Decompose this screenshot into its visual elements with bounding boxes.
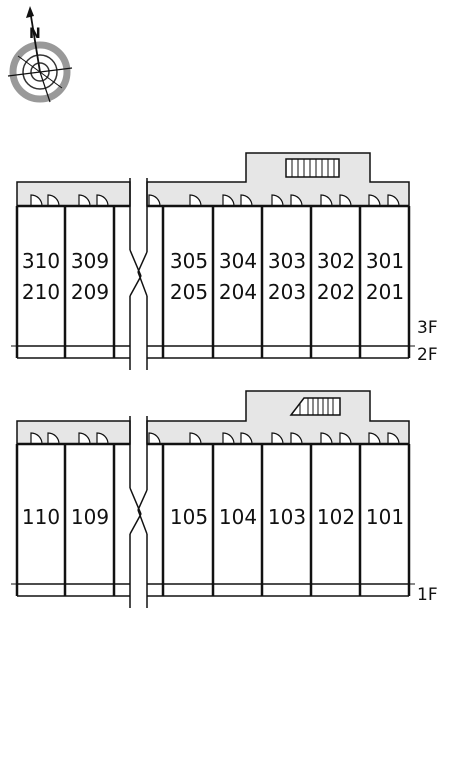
unit-number-label: 303 — [268, 249, 306, 273]
unit-number-label: 109 — [71, 505, 109, 529]
door-icon — [78, 432, 91, 445]
door-icon — [387, 194, 400, 207]
compass-north-label: N — [29, 26, 41, 42]
door-icon — [47, 432, 60, 445]
unit-number-label: 301 — [366, 249, 404, 273]
door-icon — [290, 432, 303, 445]
door-icon — [30, 432, 43, 445]
floor-label: 3F — [417, 318, 438, 338]
unit-number-label: 105 — [170, 505, 208, 529]
unit-number-label: 305 — [170, 249, 208, 273]
unit-number-label: 309 — [71, 249, 109, 273]
door-icon — [96, 194, 109, 207]
unit-number-label: 205 — [170, 280, 208, 304]
break-line-icon — [129, 416, 148, 608]
door-icon — [148, 194, 161, 207]
unit-walls — [11, 444, 415, 596]
door-icon — [47, 194, 60, 207]
compass-icon: N — [7, 6, 73, 103]
door-icon — [148, 432, 161, 445]
door-icons — [30, 432, 400, 445]
door-icon — [290, 194, 303, 207]
door-icon — [271, 432, 284, 445]
door-icon — [240, 432, 253, 445]
door-icon — [222, 194, 235, 207]
unit-number-label: 304 — [219, 249, 257, 273]
door-icon — [320, 432, 333, 445]
unit-number-labels: 310 309 305 304 303 302 301 210 209 205 204 203 202 2… — [22, 249, 404, 304]
unit-number-label: 102 — [317, 505, 355, 529]
door-icon — [387, 432, 400, 445]
door-icon — [189, 194, 202, 207]
lower-building-block: 110 109 105 104 103 102 101 1F — [11, 390, 438, 608]
floor-label: 2F — [417, 345, 438, 365]
unit-number-label: 104 — [219, 505, 257, 529]
unit-number-label: 202 — [317, 280, 355, 304]
unit-number-label: 101 — [366, 505, 404, 529]
door-icon — [368, 432, 381, 445]
unit-number-label: 203 — [268, 280, 306, 304]
break-line-icon — [129, 178, 148, 370]
unit-number-label: 110 — [22, 505, 60, 529]
door-icons — [30, 194, 400, 207]
unit-number-label: 209 — [71, 280, 109, 304]
door-icon — [339, 432, 352, 445]
door-icon — [78, 194, 91, 207]
unit-number-label: 302 — [317, 249, 355, 273]
door-icon — [320, 194, 333, 207]
upper-building-block: 310 309 305 304 303 302 301 210 209 205 204 203 202 2… — [11, 152, 438, 370]
unit-number-label: 210 — [22, 280, 60, 304]
unit-number-label: 204 — [219, 280, 257, 304]
stair-icon — [285, 158, 340, 178]
door-icon — [222, 432, 235, 445]
unit-number-label: 103 — [268, 505, 306, 529]
door-icon — [96, 432, 109, 445]
floor-labels: 1F — [417, 585, 438, 605]
stair-icon — [289, 397, 341, 416]
door-icon — [368, 194, 381, 207]
unit-number-label: 201 — [366, 280, 404, 304]
unit-number-labels: 110 109 105 104 103 102 101 — [22, 505, 404, 529]
door-icon — [339, 194, 352, 207]
door-icon — [271, 194, 284, 207]
door-icon — [30, 194, 43, 207]
floor-label: 1F — [417, 585, 438, 605]
unit-number-label: 310 — [22, 249, 60, 273]
door-icon — [189, 432, 202, 445]
door-icon — [240, 194, 253, 207]
unit-walls — [11, 206, 415, 358]
